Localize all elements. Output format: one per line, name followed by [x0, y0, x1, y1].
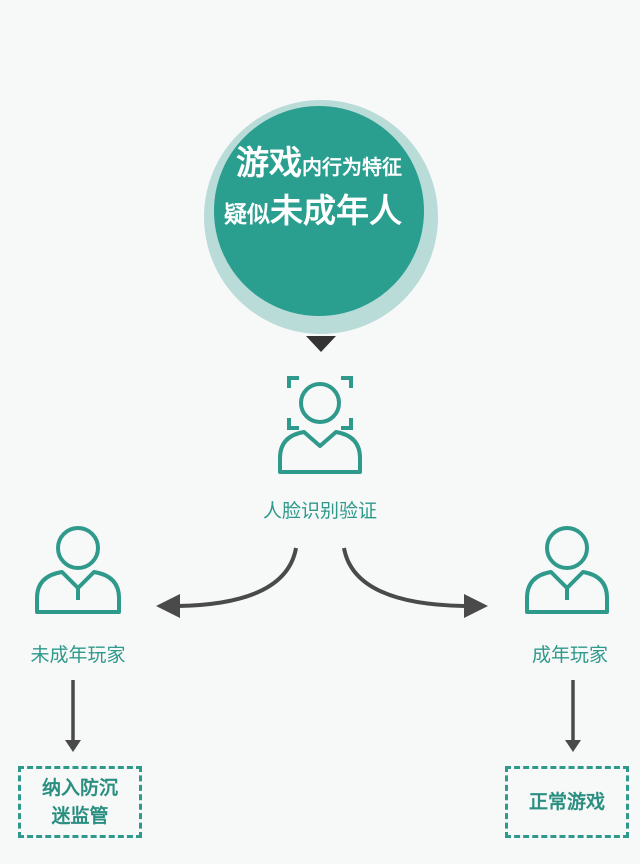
adult-result-line1: 正常游戏: [528, 791, 605, 813]
center-title-line2: 疑似未成年人: [224, 184, 402, 232]
face-check-label: 人脸识别验证: [262, 500, 377, 522]
center-title-big-2: 未成年人: [270, 191, 402, 230]
arrow-to-adult: [342, 547, 465, 608]
minor-label: 未成年玩家: [30, 644, 126, 666]
minor-result-box: 纳入防沉 迷监管: [18, 766, 142, 838]
arrow-to-minor: [177, 547, 298, 608]
center-title-small-1: 内行为特征: [302, 155, 402, 179]
adult-person-icon: [525, 526, 609, 614]
arrow-right-head-icon: [464, 594, 488, 618]
arrow-minor-down-head-icon: [65, 740, 81, 752]
adult-label: 成年玩家: [531, 644, 608, 666]
down-triangle-icon: [306, 336, 336, 352]
arrow-left-head-icon: [156, 594, 180, 618]
adult-result-box: 正常游戏: [505, 766, 629, 838]
face-scan-icon: [278, 376, 362, 474]
minor-result-line2: 迷监管: [51, 805, 109, 827]
center-circle: [214, 106, 424, 316]
arrow-adult-down-head-icon: [565, 740, 581, 752]
center-title-big-1: 游戏: [236, 143, 302, 182]
center-title-line1: 游戏内行为特征: [236, 136, 402, 184]
minor-result-line1: 纳入防沉: [41, 777, 118, 799]
center-title-small-2: 疑似: [224, 202, 270, 228]
minor-person-icon: [35, 526, 121, 614]
